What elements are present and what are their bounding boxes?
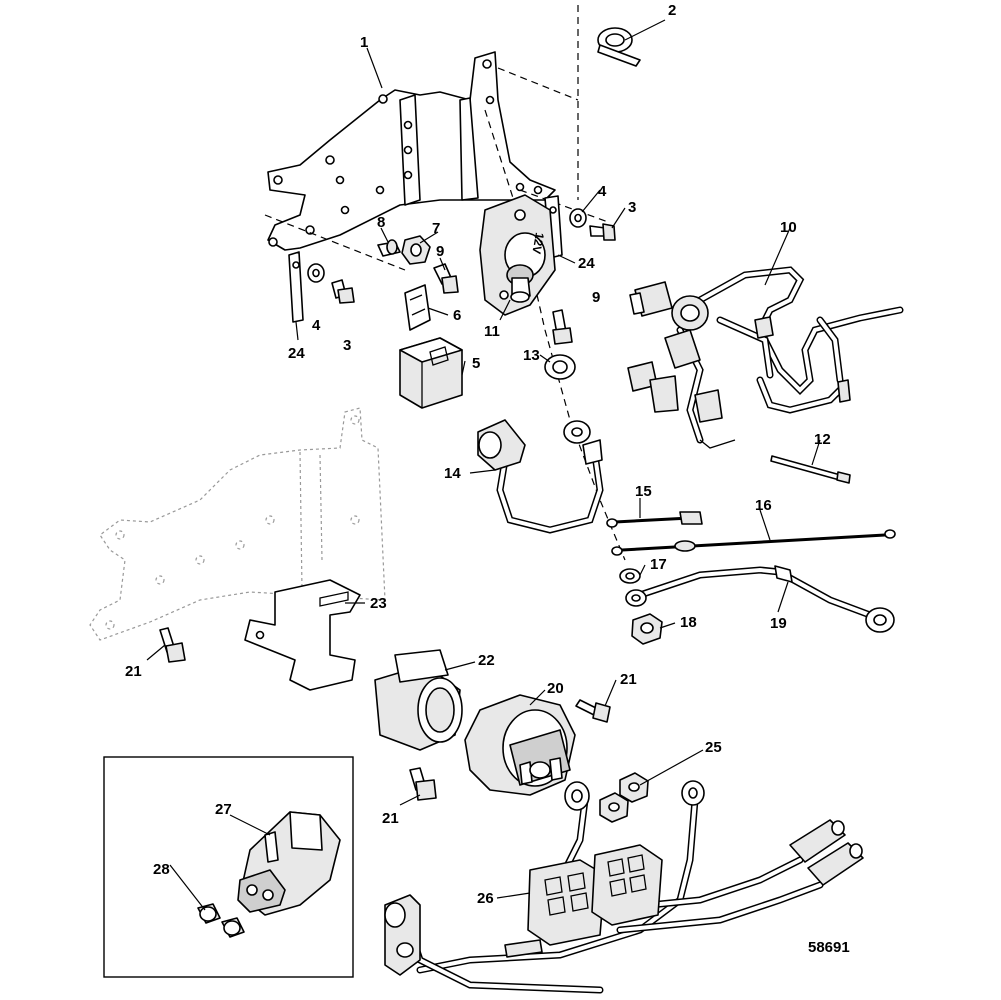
clamp [597,27,641,67]
alignment-line [497,67,579,101]
solenoid: 12V [479,194,556,316]
callout-24-right: 24 [578,255,595,272]
callout-5: 5 [472,355,480,372]
washer-terminal [619,568,641,584]
screw-bracket-left [159,627,186,663]
callout-8: 8 [377,214,385,231]
screw-right [589,223,616,241]
callout-21-right: 21 [620,671,637,688]
callout-27: 27 [215,801,232,818]
screw-solenoid-upper [575,699,611,723]
hex-nut-lower [599,792,629,823]
starter-cable [625,565,895,633]
tab-left [288,251,304,323]
callout-11: 11 [484,323,500,340]
screw-solenoid-lower [409,767,437,801]
alignment-line [519,189,609,223]
callout-23: 23 [370,595,387,612]
callout-21-lower: 21 [382,810,399,827]
leader-lines [146,19,821,911]
screw-upper [433,263,459,294]
alignment-line [264,214,406,271]
battery-cable [477,419,604,534]
washer-large [544,354,576,380]
callout-13: 13 [523,347,540,364]
callout-10: 10 [780,219,797,236]
callout-1: 1 [360,34,368,51]
ghost-bracket-outline [89,407,386,641]
inset-screw-right [221,917,245,938]
callout-16: 16 [755,497,772,514]
relay [399,337,463,409]
inset-screw-left [197,903,221,924]
callout-2: 2 [668,2,676,19]
washer-right [569,208,587,228]
callout-7: 7 [432,220,440,237]
mounting-bracket [267,51,556,251]
sleeve-screw [377,239,401,257]
jumper-wire-short [606,511,703,528]
starter-harness [384,780,864,994]
drawing-number: 58691 [808,939,850,956]
callout-4-left: 4 [312,317,321,334]
callout-3-right: 3 [628,199,636,216]
inset-frame [103,756,354,978]
rubber-boot [374,649,463,751]
callout-18: 18 [680,614,697,631]
tie-strap [770,455,851,484]
washer-left [307,263,325,283]
support-bracket [244,579,361,691]
callout-25: 25 [705,739,722,756]
callout-21-left: 21 [125,663,142,680]
callout-24-left: 24 [288,345,305,362]
callout-28: 28 [153,861,170,878]
callout-3-left: 3 [343,337,351,354]
screw-lower [552,309,573,345]
callout-14: 14 [444,465,461,482]
hex-nut-terminal [631,613,663,645]
starter-solenoid [464,694,576,796]
nut-upper [401,235,431,265]
hex-nut-upper [619,772,649,803]
callout-labels: 1 2 3 3 4 4 5 6 7 8 9 9 10 11 12 13 14 1… [125,2,850,956]
wiring-harness [627,266,904,449]
callout-9-upper: 9 [436,243,444,260]
callout-12: 12 [814,431,831,448]
callout-9-lower: 9 [592,289,600,306]
callout-26: 26 [477,890,494,907]
callout-6: 6 [453,307,461,324]
screw-left [331,279,355,304]
jumper-wire-long [611,529,896,556]
callout-19: 19 [770,615,787,632]
callout-20: 20 [547,680,564,697]
callout-4-right: 4 [598,183,607,200]
solenoid-decal: 12V [529,231,546,254]
clip [404,284,431,331]
connector-module [237,811,341,916]
callout-15: 15 [635,483,652,500]
callout-22: 22 [478,652,495,669]
callout-17: 17 [650,556,667,573]
